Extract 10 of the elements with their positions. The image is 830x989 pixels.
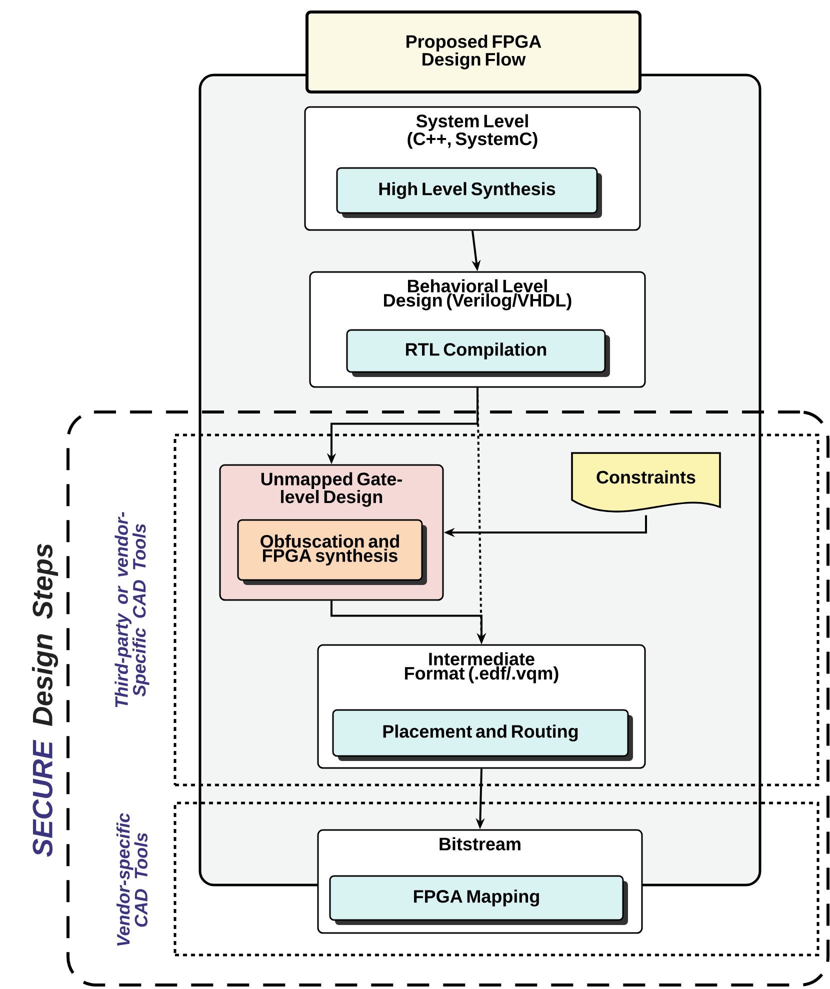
step-box: Obfuscation and FPGA synthesis (237, 519, 427, 585)
step-box: RTL Compilation (346, 329, 610, 377)
step-box: Placement and Routing (332, 709, 633, 761)
step-box: High Level Synthesis (336, 167, 602, 218)
node-label: SECURE (32, 740, 53, 857)
node-label: Third-party or vendor-Specific CAD Tools (114, 512, 150, 708)
node-label: Design Steps (32, 544, 58, 726)
node-label: Vendor-specific CAD Tools (116, 813, 148, 946)
node-label: Proposed FPGA Design Flow (406, 34, 542, 70)
step-box: FPGA Mapping (329, 875, 628, 925)
